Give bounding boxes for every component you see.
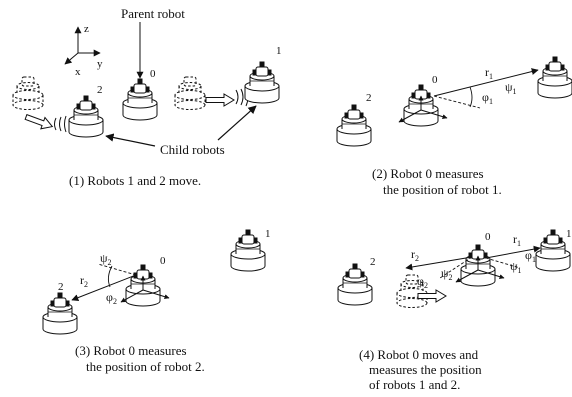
panel-4: 2 0 r2 ψ2 φ2 r1 φ1 ψ1 1 (4) Robot 0 move… [337,228,572,392]
heading-line-2 [439,256,473,279]
axis-x-label: x [75,66,81,78]
robot-0-id: 0 [485,231,491,243]
child-robot-pointer-2 [105,133,156,147]
robot-2 [336,104,372,147]
panel-3: 2 0 ψ2 r2 φ2 1 (3) Robot 0 measures the … [42,228,271,374]
caption-panel-4-line-1: (4) Robot 0 moves and [359,347,479,362]
psi2-label: ψ2 [100,251,112,267]
measure-vector-r1 [485,245,541,259]
ghost-robot-1 [174,76,206,110]
heading-line [433,95,481,109]
psi1-label: ψ1 [510,259,522,275]
phi1-label: φ1 [525,248,536,264]
robot-0-id: 0 [160,255,166,267]
r1-label: r1 [513,232,521,248]
robot-2 [42,292,78,335]
axis-y-label: y [97,58,103,70]
caption-panel-2-line-2: the position of robot 1. [383,182,502,197]
angle-arc-phi1 [469,86,473,108]
robot-1 [244,61,280,104]
robot-2-id: 2 [366,92,372,104]
robot-1-id: 1 [566,228,572,240]
phi2-label: φ2 [106,290,117,306]
robot-1 [535,229,571,272]
robot-2-id: 2 [370,256,376,268]
robot-1-id: 1 [276,45,282,57]
psi1-label: ψ1 [505,80,517,96]
heading-line-1 [485,257,521,269]
angle-arc-phi2 [107,265,113,288]
robot-2 [337,263,373,306]
r2-label: r2 [80,273,88,289]
robot-0-id: 0 [150,68,156,80]
axis-z-label: z [84,23,89,35]
panel-1: z x y Parent robot 2 0 1 Child robots (1… [12,6,282,188]
measure-vector-r2 [71,274,137,301]
psi2-label: ψ2 [441,266,453,282]
robot-1 [230,229,266,272]
robot-2 [68,95,104,138]
motion-waves-2 [54,115,67,133]
robot-2-id: 2 [58,281,64,293]
caption-panel-3-line-2: the position of robot 2. [86,359,205,374]
caption-panel-3-line-1: (3) Robot 0 measures [75,343,187,358]
phi2-label: φ2 [417,274,428,290]
phi1-label: φ1 [482,90,493,106]
panel-2: 2 0 r1 ψ1 φ1 (2) Robot 0 measures the po… [336,56,572,197]
ghost-robot-2 [12,76,44,110]
measure-vector-r2 [405,256,473,271]
world-axes [64,26,101,65]
parent-robot-label: Parent robot [121,6,185,21]
robot-0-id: 0 [432,74,438,86]
child-robots-label: Child robots [160,142,225,157]
robot-1-id: 1 [265,228,271,240]
caption-panel-1: (1) Robots 1 and 2 move. [69,173,201,188]
measure-vector-r1 [433,68,539,97]
heading-line [97,263,137,276]
robot-2-id: 2 [97,84,103,96]
caption-panel-4-line-2: measures the position [369,362,482,377]
r1-label: r1 [485,65,493,81]
move-arrow-1 [205,93,235,107]
r2-label: r2 [411,247,419,263]
robot-0 [122,78,158,121]
robot-1 [537,56,572,99]
caption-panel-2-line-1: (2) Robot 0 measures [372,166,484,181]
move-arrow-2 [23,110,55,133]
caption-panel-4-line-3: of robots 1 and 2. [369,377,460,392]
child-robot-pointer-1 [217,105,257,141]
